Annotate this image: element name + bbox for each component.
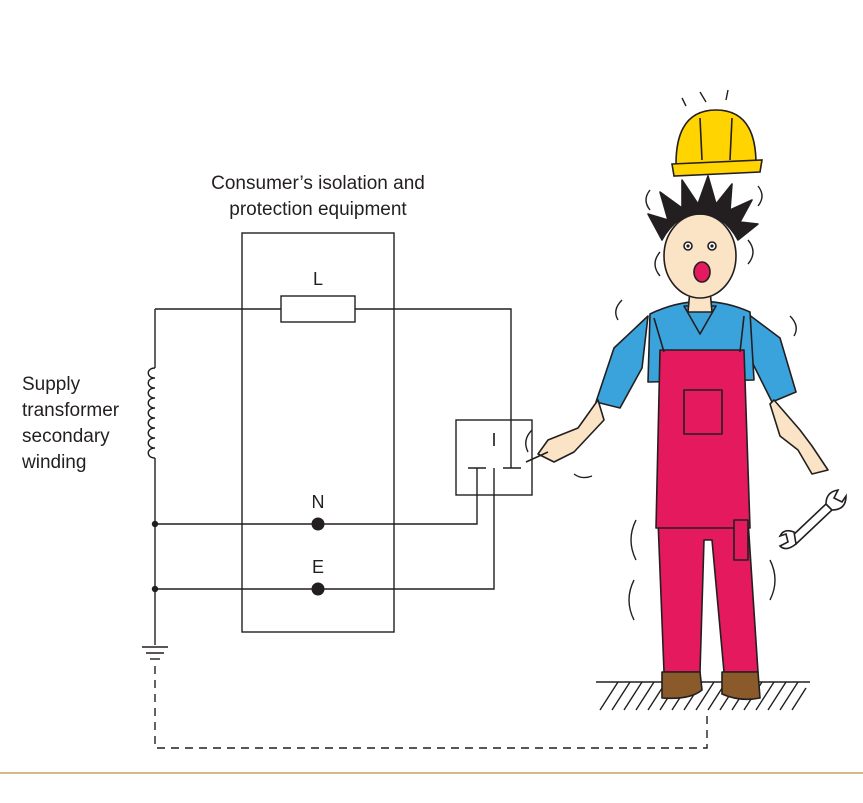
left-boot bbox=[661, 671, 703, 700]
transformer-label-line-1: Supply bbox=[22, 374, 81, 395]
live-wire-right bbox=[355, 308, 512, 468]
hard-hat-icon bbox=[671, 109, 763, 177]
transformer-label-line-4: winding bbox=[21, 452, 86, 473]
left-sleeve bbox=[595, 315, 649, 409]
neutral-wire bbox=[155, 468, 478, 525]
earth-symbol-icon bbox=[142, 646, 168, 660]
transformer-label-line-3: secondary bbox=[22, 426, 110, 447]
earth-terminal bbox=[311, 582, 325, 596]
transformer-label-line-2: transformer bbox=[22, 400, 120, 421]
right-boot bbox=[721, 671, 761, 701]
open-mouth bbox=[693, 261, 711, 283]
right-arm bbox=[769, 399, 829, 475]
earth-label: E bbox=[312, 557, 324, 577]
earth-return-path bbox=[154, 666, 708, 749]
hair bbox=[647, 175, 759, 241]
left-arm bbox=[537, 399, 605, 463]
earth-wire bbox=[155, 468, 495, 590]
left-strap bbox=[653, 317, 665, 353]
equipment-label-line-2: protection equipment bbox=[229, 199, 407, 220]
live-label: L bbox=[313, 269, 323, 289]
right-sleeve bbox=[747, 313, 797, 403]
neutral-terminal bbox=[311, 517, 325, 531]
wrench-icon bbox=[778, 488, 847, 550]
fuse bbox=[280, 295, 356, 323]
neutral-label: N bbox=[312, 492, 325, 512]
equipment-label-line-1: Consumer’s isolation and bbox=[211, 173, 425, 194]
overalls-bib bbox=[655, 349, 751, 529]
head bbox=[663, 213, 737, 299]
ground-hatch-icon bbox=[596, 681, 810, 711]
leg-pocket bbox=[733, 519, 749, 561]
right-strap bbox=[739, 315, 745, 353]
worker-figure bbox=[525, 175, 829, 701]
appliance-box bbox=[455, 419, 533, 496]
coil-icon bbox=[147, 309, 156, 645]
bib-pocket bbox=[683, 389, 723, 435]
shock-tremor-marks bbox=[525, 89, 797, 621]
pointing-finger bbox=[525, 451, 549, 463]
equipment-box bbox=[241, 232, 395, 633]
appliance-label: I bbox=[491, 430, 496, 450]
